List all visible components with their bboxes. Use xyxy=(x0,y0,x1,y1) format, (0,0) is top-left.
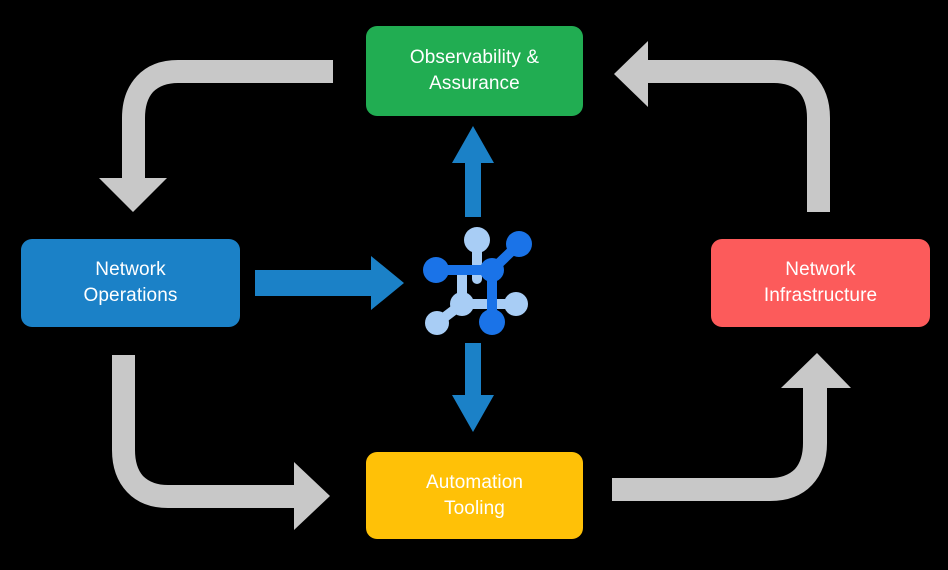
box-observability-label: Observability & Assurance xyxy=(409,47,540,94)
box-network-operations-label: Network Operations xyxy=(83,259,178,306)
box-observability-assurance[interactable]: Observability & Assurance xyxy=(366,26,583,116)
arrow-infrastructure-to-observability xyxy=(614,41,830,212)
box-network-infrastructure-label: Network Infrastructure xyxy=(763,259,878,306)
box-network-infrastructure[interactable]: Network Infrastructure xyxy=(711,239,930,327)
box-automation-tooling-label: Automation Tooling xyxy=(425,471,524,519)
box-network-operations[interactable]: Network Operations xyxy=(21,239,240,327)
arrow-center-to-automation xyxy=(452,343,494,432)
arrow-operations-to-center xyxy=(255,256,404,310)
box-automation-tooling[interactable]: Automation Tooling xyxy=(366,452,583,539)
network-topology-icon xyxy=(423,227,532,335)
arrow-operations-to-automation xyxy=(112,355,330,530)
arrow-automation-to-infrastructure xyxy=(612,353,851,501)
arrow-center-to-observability xyxy=(452,126,494,217)
arrow-observability-to-operations xyxy=(99,60,333,212)
